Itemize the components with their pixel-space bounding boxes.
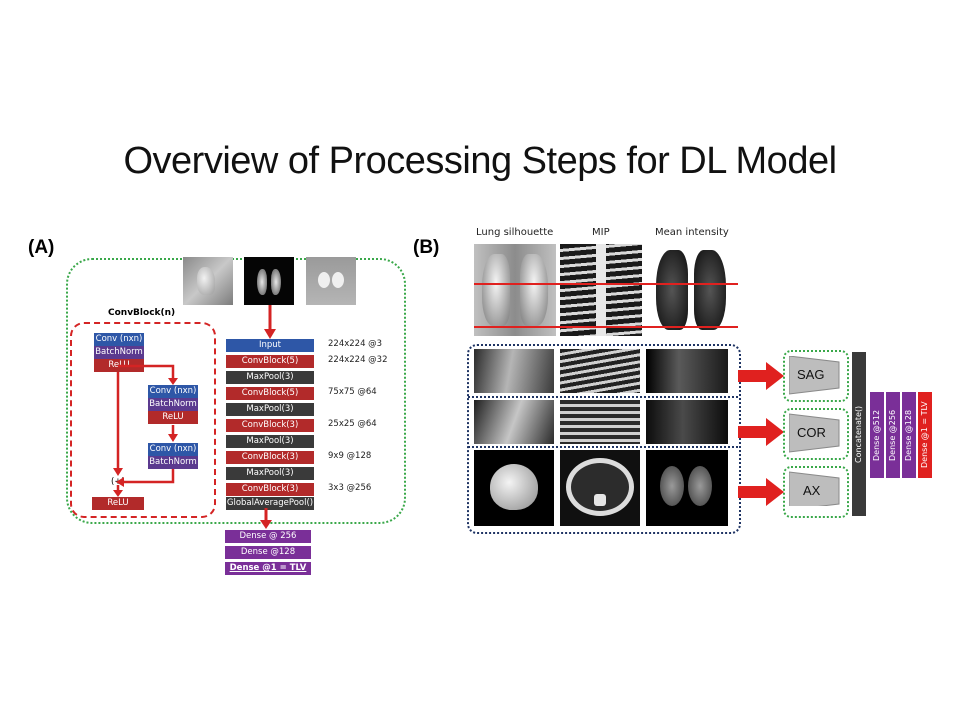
dim-label-1: 224x224 @32 xyxy=(328,355,388,365)
convblock-arrows xyxy=(113,364,178,497)
pipeline-convblock-5-3: ConvBlock(5) xyxy=(226,387,314,400)
image-lung-silhouette xyxy=(474,244,556,336)
pipeline-maxpool-3-8: MaxPool(3) xyxy=(226,467,314,480)
cb-conv2: Conv (nxn) xyxy=(148,385,198,398)
grid-divider-2 xyxy=(468,446,738,448)
pipeline-maxpool-3-6: MaxPool(3) xyxy=(226,435,314,448)
pipeline-globalaveragepool-10: GlobalAveragePool() xyxy=(226,497,314,510)
dense-256-bar: Dense @256 xyxy=(886,392,900,478)
panel-a-frame xyxy=(66,258,406,524)
cb-relu2: ReLU xyxy=(148,411,198,424)
grid-sag-mip xyxy=(560,349,640,393)
col-label-mip: MIP xyxy=(592,227,610,238)
ax-frame xyxy=(783,466,849,518)
views-grid-frame xyxy=(467,344,741,534)
pipeline-convblock-3-9: ConvBlock(3) xyxy=(226,483,314,496)
cb-bn1: BatchNorm xyxy=(94,346,144,359)
dense-tlv-bar: Dense @1 = TLV xyxy=(918,392,932,478)
cb-relu-out: ReLU xyxy=(92,497,144,510)
pipeline-input-0: Input xyxy=(226,339,314,352)
dense-1-tlv: Dense @1 = TLV xyxy=(225,562,311,575)
view-label-sag: SAG xyxy=(797,367,825,382)
grid-ax-silhouette xyxy=(474,450,554,526)
arrow-to-input xyxy=(264,305,276,339)
dim-label-5: 3x3 @256 xyxy=(328,483,372,493)
grid-cor-mip xyxy=(560,400,640,444)
grid-cor-mean xyxy=(646,400,728,444)
pipeline-convblock-5-1: ConvBlock(5) xyxy=(226,355,314,368)
dim-label-2: 75x75 @64 xyxy=(328,387,377,397)
arrow-to-dense xyxy=(260,508,272,529)
col-label-mean: Mean intensity xyxy=(655,227,729,238)
grid-ax-mean xyxy=(646,450,728,526)
pipeline-maxpool-3-4: MaxPool(3) xyxy=(226,403,314,416)
convblock-title: ConvBlock(n) xyxy=(108,308,176,318)
grid-cor-silhouette xyxy=(474,400,554,444)
dim-label-0: 224x224 @3 xyxy=(328,339,383,349)
view-arrows xyxy=(738,362,784,506)
view-trapezoids xyxy=(789,356,840,506)
input-thumb-mip xyxy=(244,257,294,305)
dense-512-label: Dense @512 xyxy=(872,409,881,461)
grid-divider-1 xyxy=(468,396,738,398)
pipeline-convblock-3-5: ConvBlock(3) xyxy=(226,419,314,432)
cb-conv1: Conv (nxn) xyxy=(94,333,144,346)
dense-128-bar: Dense @128 xyxy=(902,392,916,478)
pipeline-maxpool-3-2: MaxPool(3) xyxy=(226,371,314,384)
dense-tlv-label: Dense @1 = TLV xyxy=(920,401,929,469)
concat-bar: Concatenate() xyxy=(852,352,866,516)
panel-a-label: (A) xyxy=(28,237,55,258)
dim-label-4: 9x9 @128 xyxy=(328,451,372,461)
panel-b-label: (B) xyxy=(413,237,440,258)
page-title: Overview of Processing Steps for DL Mode… xyxy=(123,140,837,182)
image-mip xyxy=(560,244,642,336)
cor-frame xyxy=(783,408,849,460)
input-thumb-silhouette xyxy=(183,257,233,305)
view-label-ax: AX xyxy=(803,483,821,498)
dense-256-label: Dense @256 xyxy=(888,409,897,461)
cb-conv3: Conv (nxn) xyxy=(148,443,198,456)
dense-512-bar: Dense @512 xyxy=(870,392,884,478)
convblock-frame xyxy=(70,322,216,518)
input-thumb-mean xyxy=(306,257,356,305)
view-label-cor: COR xyxy=(797,425,826,440)
slice-line-upper xyxy=(474,283,738,285)
pipeline-convblock-3-7: ConvBlock(3) xyxy=(226,451,314,464)
cb-bn2: BatchNorm xyxy=(148,398,198,411)
grid-sag-silhouette xyxy=(474,349,554,393)
slice-line-lower xyxy=(474,326,738,328)
dense-128: Dense @128 xyxy=(225,546,311,559)
dim-label-3: 25x25 @64 xyxy=(328,419,377,429)
grid-ax-mip xyxy=(560,450,640,526)
sag-frame xyxy=(783,350,849,402)
concat-label: Concatenate() xyxy=(854,405,863,463)
dense-128-label: Dense @128 xyxy=(904,409,913,461)
grid-sag-mean xyxy=(646,349,728,393)
cb-bn3: BatchNorm xyxy=(148,456,198,469)
dense-256: Dense @ 256 xyxy=(225,530,311,543)
col-label-silhouette: Lung silhouette xyxy=(476,227,554,238)
image-mean-intensity xyxy=(650,244,732,336)
